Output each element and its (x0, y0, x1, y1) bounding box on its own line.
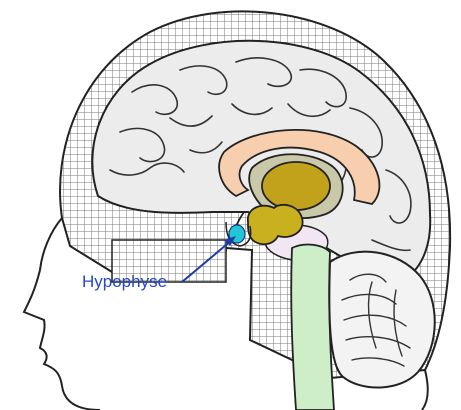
neck-back-outline (422, 370, 428, 410)
thalamus (262, 162, 330, 210)
hypophyse-label: Hypophyse (82, 272, 167, 292)
brainstem (291, 245, 334, 410)
